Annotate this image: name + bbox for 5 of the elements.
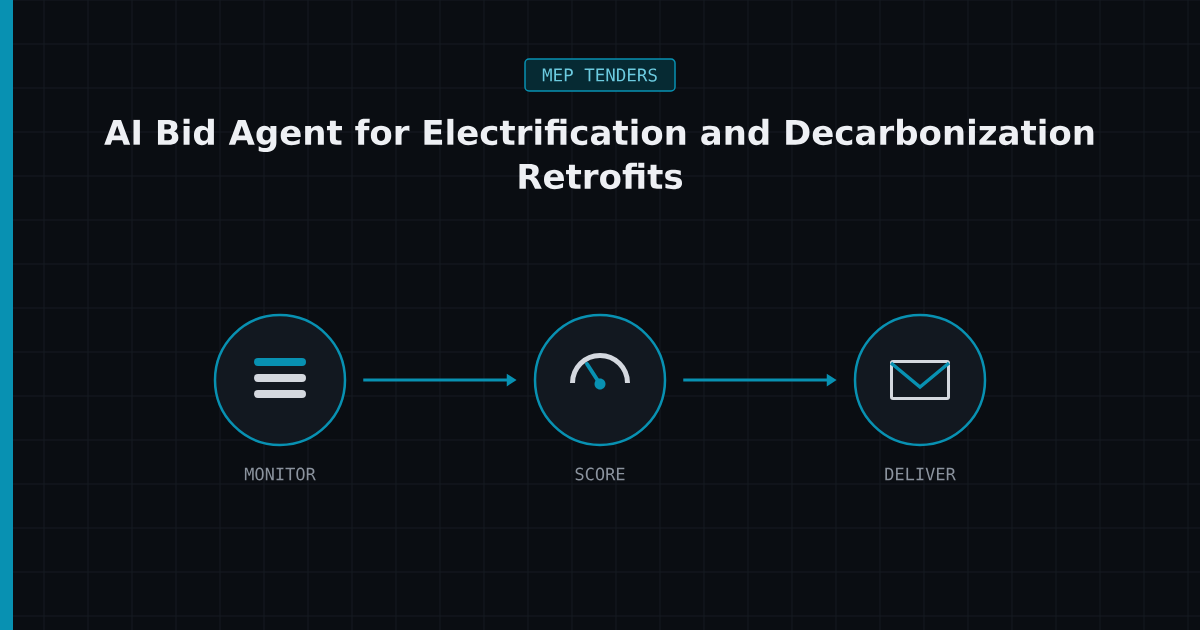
badge: MEP TENDERS — [524, 58, 676, 92]
step-label: MONITOR — [244, 467, 316, 481]
title: AI Bid Agent for Electrification and Decarbonization Retrofits — [104, 118, 1094, 190]
step-label: DELIVER — [885, 467, 956, 481]
step-label: SCORE — [575, 467, 625, 481]
